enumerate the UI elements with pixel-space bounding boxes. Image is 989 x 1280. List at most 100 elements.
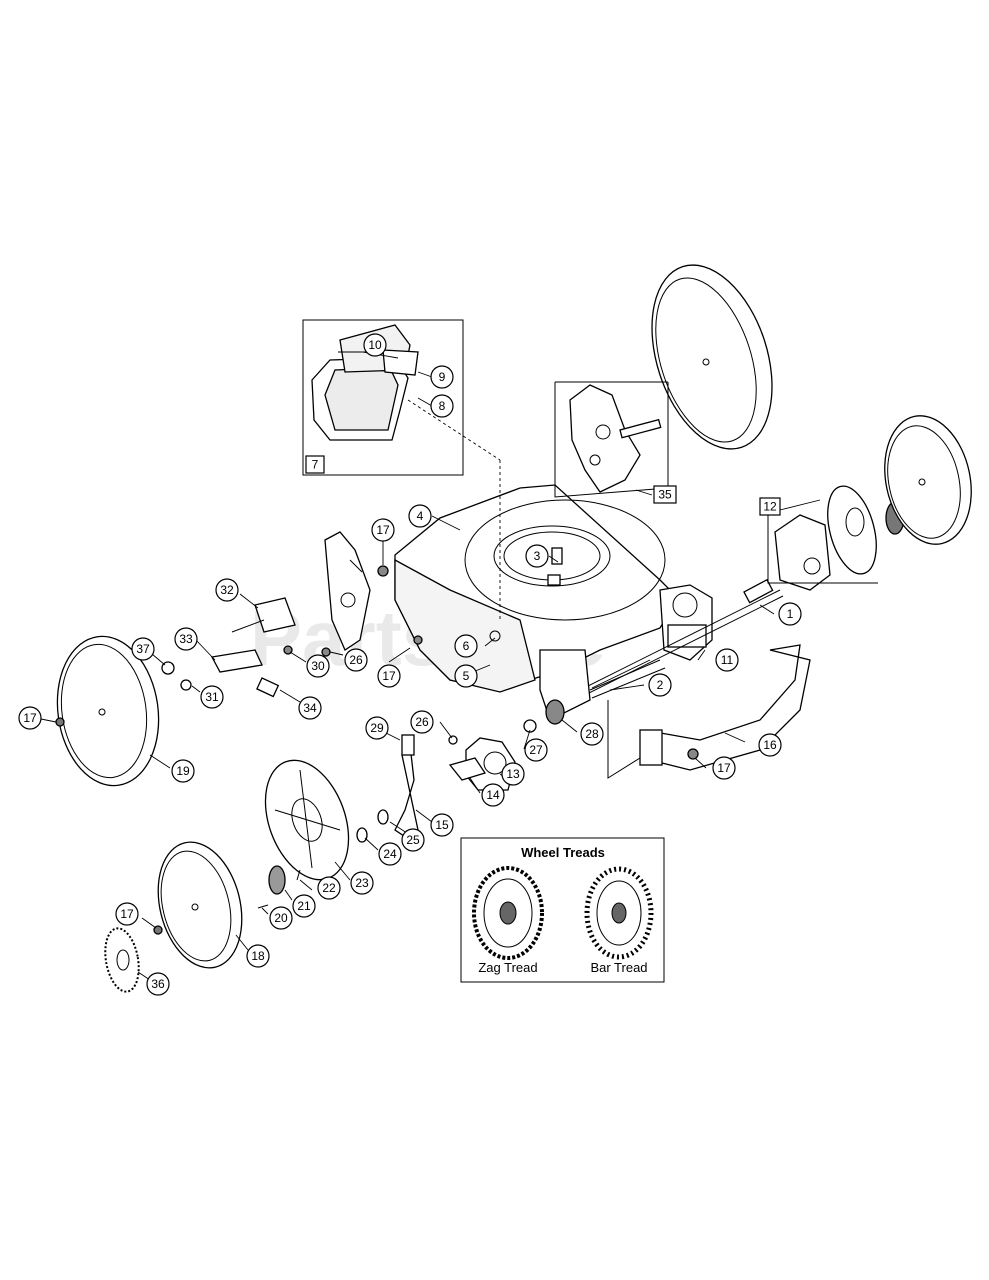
- gear-assembly: [774, 485, 905, 591]
- callout-33: 33: [174, 627, 198, 651]
- callout-2: 2: [648, 673, 672, 697]
- svg-text:23: 23: [355, 876, 369, 890]
- callout-19: 19: [171, 759, 195, 783]
- zag-tread-label: Zag Tread: [478, 960, 537, 975]
- svg-text:13: 13: [506, 767, 520, 781]
- svg-text:6: 6: [463, 639, 470, 653]
- svg-text:10: 10: [368, 338, 382, 352]
- hub-cap: [104, 927, 140, 993]
- wheel-treads-legend: Wheel Treads Zag Tread Bar Tread: [460, 837, 665, 983]
- svg-text:20: 20: [274, 911, 288, 925]
- callout-22: 22: [317, 876, 341, 900]
- callout-31: 31: [200, 685, 224, 709]
- svg-text:21: 21: [297, 899, 311, 913]
- callout-17d: 17: [18, 706, 42, 730]
- svg-text:5: 5: [463, 669, 470, 683]
- svg-text:14: 14: [486, 788, 500, 802]
- svg-text:1: 1: [787, 607, 794, 621]
- svg-text:34: 34: [303, 701, 317, 715]
- callout-18: 18: [246, 944, 270, 968]
- hardware-nuts: [283, 565, 699, 760]
- rear-door: [311, 324, 419, 441]
- svg-text:27: 27: [529, 743, 543, 757]
- svg-text:31: 31: [205, 690, 219, 704]
- callout-28: 28: [580, 722, 604, 746]
- callout-23: 23: [350, 871, 374, 895]
- wheel-rim: [264, 759, 350, 881]
- callout-5: 5: [454, 664, 478, 688]
- svg-text:17: 17: [382, 669, 396, 683]
- svg-text:37: 37: [136, 642, 150, 656]
- callout-24: 24: [378, 842, 402, 866]
- svg-text:24: 24: [383, 847, 397, 861]
- callout-6: 6: [454, 634, 478, 658]
- callout-20: 20: [269, 906, 293, 930]
- wheel-plate: [231, 597, 296, 633]
- callout-30: 30: [306, 654, 330, 678]
- svg-text:17: 17: [120, 907, 134, 921]
- washers: [356, 809, 389, 843]
- svg-text:2: 2: [657, 678, 664, 692]
- svg-text:35: 35: [658, 488, 672, 502]
- callout-27: 27: [524, 738, 548, 762]
- callout-14: 14: [481, 783, 505, 807]
- bar-tread-label: Bar Tread: [590, 960, 647, 975]
- svg-text:30: 30: [311, 659, 325, 673]
- drive-axle: [559, 578, 784, 707]
- callout-36: 36: [146, 972, 170, 996]
- mower-deck: [394, 484, 679, 693]
- callout-16: 16: [758, 733, 782, 757]
- svg-text:25: 25: [406, 833, 420, 847]
- callout-29: 29: [365, 716, 389, 740]
- rear-wheel-left: [55, 635, 160, 787]
- svg-text:32: 32: [220, 583, 234, 597]
- svg-text:22: 22: [322, 881, 336, 895]
- callout-15: 15: [430, 813, 454, 837]
- callout-34: 34: [298, 696, 322, 720]
- svg-text:12: 12: [763, 500, 777, 514]
- transmission: [659, 584, 713, 661]
- callout-1: 1: [778, 602, 802, 626]
- rear-bracket: [569, 384, 662, 493]
- svg-text:16: 16: [763, 738, 777, 752]
- pinion-gear: [257, 865, 301, 909]
- callout-32: 32: [215, 578, 239, 602]
- callout-3: 3: [525, 544, 549, 568]
- svg-text:17: 17: [376, 523, 390, 537]
- callout-12: 12: [759, 497, 781, 516]
- svg-text:36: 36: [151, 977, 165, 991]
- svg-text:26: 26: [415, 715, 429, 729]
- svg-text:11: 11: [721, 653, 734, 667]
- callout-11: 11: [715, 648, 739, 672]
- height-adjuster-left: [324, 531, 371, 651]
- callout-4: 4: [408, 504, 432, 528]
- front-wheel-right: [884, 415, 972, 545]
- callout-17c: 17: [712, 756, 736, 780]
- svg-text:7: 7: [312, 458, 319, 472]
- svg-text:19: 19: [176, 764, 190, 778]
- deck-adapter: [547, 547, 563, 586]
- callout-26b: 26: [410, 710, 434, 734]
- callout-26a: 26: [344, 648, 368, 672]
- callout-25: 25: [401, 828, 425, 852]
- svg-text:4: 4: [417, 509, 424, 523]
- svg-text:15: 15: [435, 818, 449, 832]
- callout-17a: 17: [371, 518, 395, 542]
- svg-text:29: 29: [370, 721, 384, 735]
- leader-lines: [35, 319, 878, 981]
- callout-13: 13: [501, 762, 525, 786]
- callout-17e: 17: [115, 902, 139, 926]
- callout-10: 10: [363, 333, 387, 357]
- legend-title: Wheel Treads: [521, 845, 605, 860]
- svg-text:17: 17: [23, 711, 37, 725]
- svg-text:18: 18: [251, 949, 265, 963]
- svg-text:17: 17: [717, 761, 731, 775]
- rear-wheel-upper: [651, 264, 773, 450]
- zag-tread-wheel: [472, 866, 544, 960]
- callout-9: 9: [430, 365, 454, 389]
- callout-8: 8: [430, 394, 454, 418]
- callout-7: 7: [305, 455, 325, 474]
- bar-tread-wheel: [584, 866, 654, 960]
- callout-17b: 17: [377, 664, 401, 688]
